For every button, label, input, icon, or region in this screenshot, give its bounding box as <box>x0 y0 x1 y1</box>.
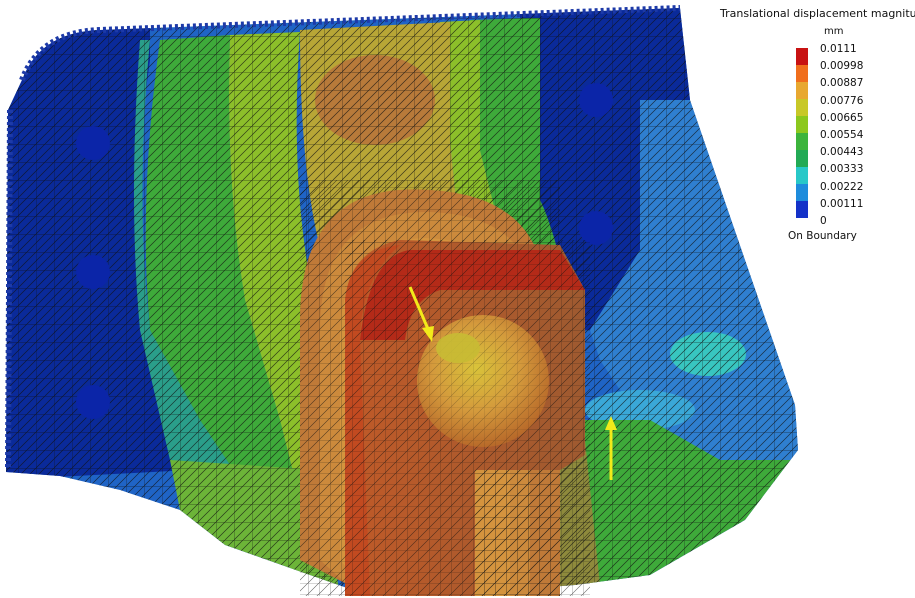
legend-swatch <box>796 116 808 133</box>
legend-swatch <box>796 99 808 116</box>
legend-tick-label: 0.00554 <box>820 128 864 141</box>
legend-color-bar <box>796 48 808 218</box>
legend-swatch <box>796 65 808 82</box>
legend-title: Translational displacement magnitude <box>720 7 915 20</box>
legend-swatch <box>796 48 808 65</box>
legend-swatch <box>796 82 808 99</box>
legend-swatch <box>796 150 808 167</box>
legend-swatch <box>796 133 808 150</box>
legend-tick-label: 0.00998 <box>820 60 864 73</box>
legend-swatch <box>796 184 808 201</box>
legend-tick-labels: 0.0111 0.00998 0.00887 0.00776 0.00665 0.0055… <box>820 41 863 230</box>
legend-swatch <box>796 201 808 218</box>
legend-tick-label: 0 <box>820 214 827 227</box>
legend-tick-label: 0.00887 <box>820 77 864 90</box>
loaded-pin <box>417 315 549 447</box>
color-legend: Translational displacement magnitude mm … <box>716 4 915 244</box>
legend-swatch <box>796 167 808 184</box>
load-arrow-base <box>605 416 617 480</box>
legend-tick-label: 0.0111 <box>820 43 857 55</box>
serrated-left-edge <box>5 109 13 471</box>
legend-tick-label: 0.00665 <box>820 111 864 124</box>
bolt-holes <box>76 83 613 419</box>
legend-footer: On Boundary <box>788 230 857 242</box>
legend-tick-label: 0.00222 <box>820 180 864 193</box>
legend-tick-label: 0.00333 <box>820 163 864 176</box>
legend-tick-label: 0.00776 <box>820 94 864 107</box>
legend-tick-label: 0.00111 <box>820 197 864 210</box>
legend-unit: mm <box>824 26 844 37</box>
legend-tick-label: 0.00443 <box>820 146 864 159</box>
load-arrow-pin <box>408 286 434 342</box>
